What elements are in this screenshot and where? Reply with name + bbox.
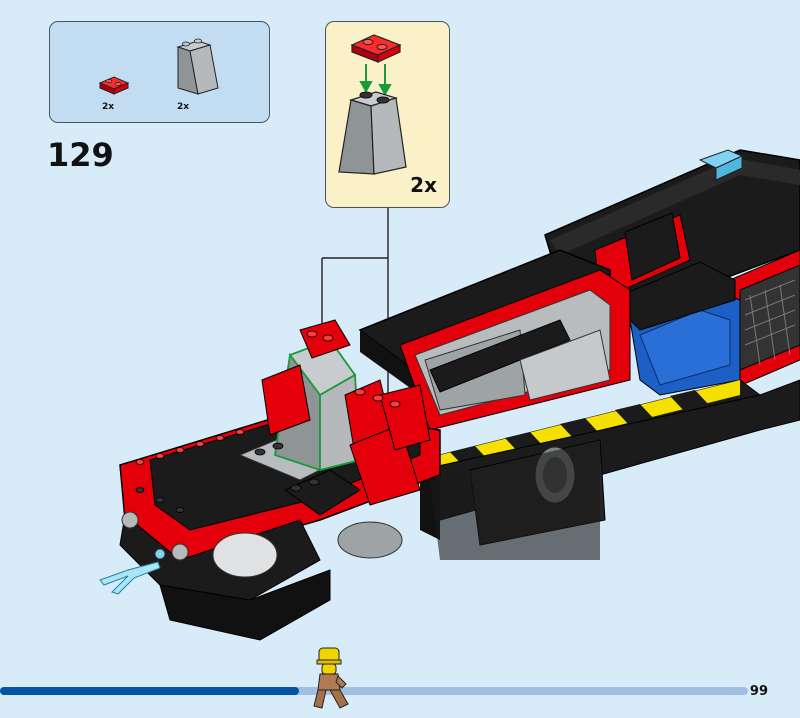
water-spray-icon <box>99 561 161 595</box>
progress-done <box>0 687 299 695</box>
page-number: 99 <box>749 684 768 699</box>
part-quantity: 2x <box>177 102 190 112</box>
vehicle-main-body <box>358 249 800 560</box>
red-plate-1x2-icon <box>350 34 402 63</box>
red-plate-1x2-icon <box>98 76 130 95</box>
progress-bar <box>0 687 748 695</box>
callout-pointer-lines <box>315 208 395 406</box>
gray-slope-brick-icon <box>338 91 407 175</box>
step-number: 129 <box>47 136 114 174</box>
parts-list-box: 2x 2x <box>49 21 270 123</box>
sub-assembly-callout: 2x <box>325 21 450 208</box>
part-quantity: 2x <box>102 102 115 112</box>
vehicle-front-section <box>119 319 441 641</box>
parts-list-graphic <box>98 38 219 95</box>
minifigure-icon <box>313 647 349 709</box>
callout-graphic <box>338 34 407 175</box>
vehicle-rear-roof <box>544 149 800 396</box>
callout-quantity: 2x <box>410 173 437 197</box>
gray-slope-brick-icon <box>176 38 219 95</box>
placement-arrows <box>359 64 392 97</box>
progress-remaining <box>0 687 748 695</box>
